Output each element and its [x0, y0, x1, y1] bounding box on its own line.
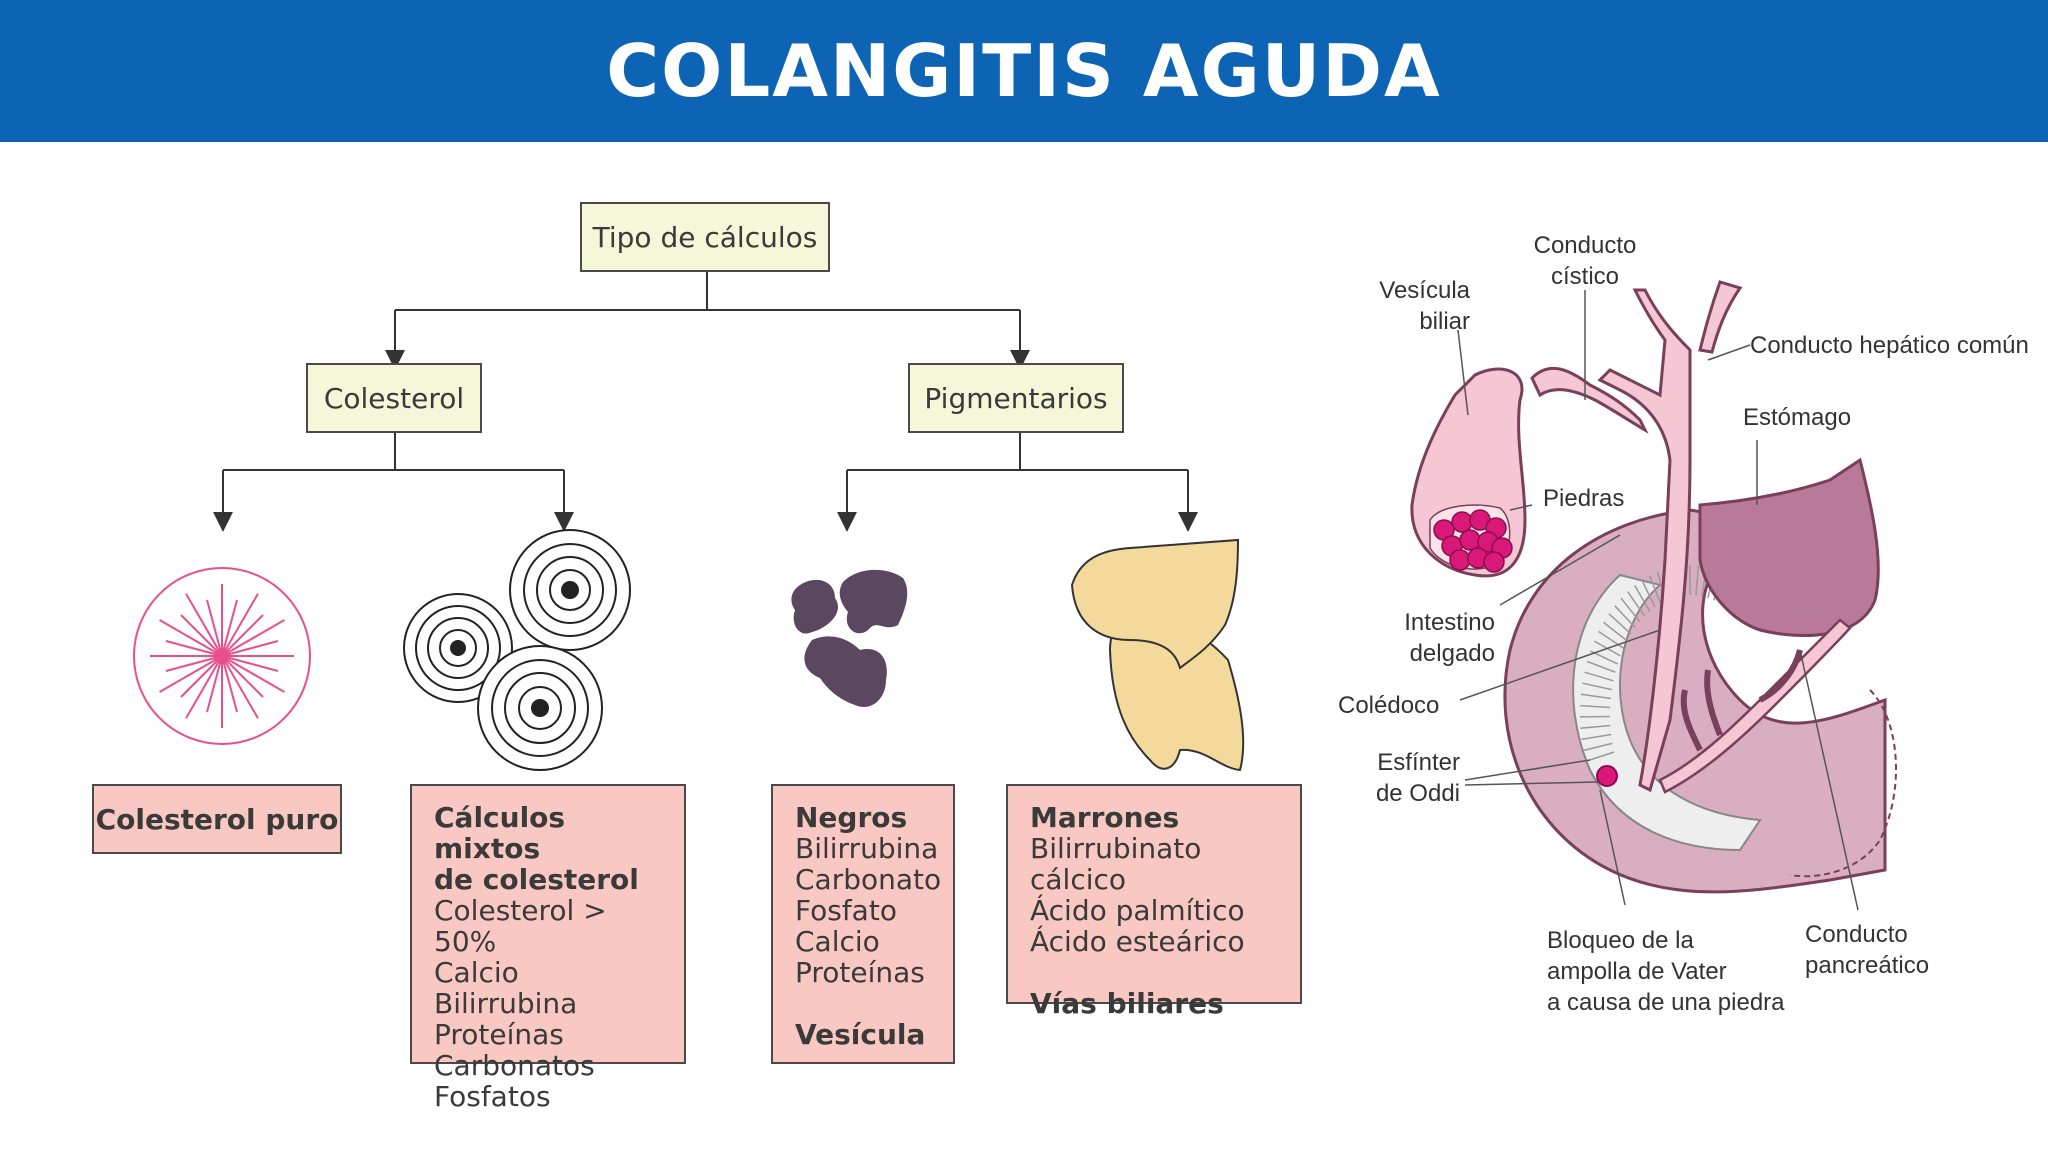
mixtos-item: Colesterol > 50% — [434, 894, 607, 958]
box-negros: Negros Bilirrubina Carbonato Fosfato Cal… — [771, 784, 955, 1064]
marrones-item: Ácido esteárico — [1030, 925, 1245, 958]
mixtos-item: Carbonatos — [434, 1049, 595, 1082]
mixtos-title-1: Cálculos mixtos — [434, 801, 566, 865]
mixtos-item: Calcio — [434, 956, 519, 989]
box-pigmentarios: Pigmentarios — [908, 363, 1124, 433]
negros-item: Carbonato — [795, 863, 942, 896]
label-coledoco: Colédoco — [1338, 692, 1440, 719]
pigmentarios-label: Pigmentarios — [924, 381, 1108, 415]
root-box-tipo-de-calculos: Tipo de cálculos — [580, 202, 830, 272]
colesterol-puro-label: Colesterol puro — [95, 802, 339, 836]
label-bloqueo-ampolla-vater: Bloqueo de la ampolla de Vater a causa d… — [1547, 927, 1785, 1016]
root-label: Tipo de cálculos — [592, 220, 818, 254]
marrones-item: Ácido palmítico — [1030, 894, 1245, 927]
label-vesicula-biliar: Vesícula biliar — [1379, 277, 1470, 335]
negros-item: Fosfato — [795, 894, 897, 927]
header-bar: COLANGITIS AGUDA — [0, 0, 2048, 142]
label-conducto-hepatico-comun: Conducto hepático común — [1750, 332, 2029, 359]
black-pigment-stones — [791, 569, 908, 708]
negros-location: Vesícula — [795, 1018, 926, 1051]
box-colesterol-puro: Colesterol puro — [92, 784, 342, 854]
box-colesterol: Colesterol — [306, 363, 482, 433]
brown-pigment-stones — [1070, 538, 1245, 772]
marrones-location: Vías biliares — [1030, 987, 1224, 1020]
negros-title: Negros — [795, 801, 908, 834]
negros-item: Calcio — [795, 925, 880, 958]
biliary-anatomy-illustration — [1410, 280, 1897, 911]
box-marrones: Marrones Bilirrubinato cálcico Ácido pal… — [1006, 784, 1302, 1019]
marrones-title: Marrones — [1030, 801, 1180, 834]
mixtos-title-2: de colesterol — [434, 863, 639, 896]
page-title: COLANGITIS AGUDA — [606, 29, 1442, 113]
negros-item: Bilirrubina — [795, 832, 939, 865]
mixtos-item: Proteínas — [434, 1018, 564, 1051]
colesterol-label: Colesterol — [323, 381, 465, 415]
marrones-item: Bilirrubinato cálcico — [1030, 832, 1202, 896]
cholesterol-pure-stone — [133, 567, 311, 745]
negros-item: Proteínas — [795, 956, 925, 989]
label-intestino-delgado: Intestino delgado — [1404, 609, 1495, 667]
mixtos-item: Fosfatos — [434, 1080, 551, 1113]
label-esfinter-de-oddi: Esfínter de Oddi — [1375, 749, 1460, 807]
box-calculos-mixtos: Cálculos mixtos de colesterol Colesterol… — [410, 784, 686, 1112]
label-conducto-cistico: Conducto cístico — [1533, 232, 1637, 290]
connector-lines — [213, 272, 1198, 532]
mixed-cholesterol-stones — [403, 529, 631, 771]
label-estomago: Estómago — [1743, 404, 1852, 431]
label-conducto-pancreatico: Conducto pancreático — [1805, 921, 1930, 979]
label-piedras: Piedras — [1543, 485, 1625, 512]
mixtos-item: Bilirrubina — [434, 987, 578, 1020]
